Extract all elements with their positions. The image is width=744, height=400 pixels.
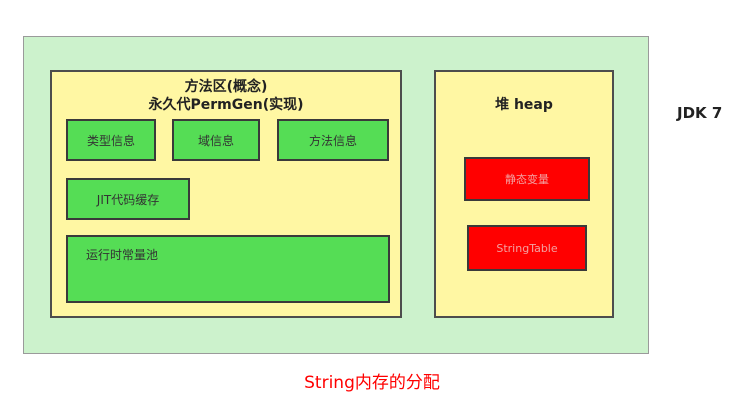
method-area-region: 方法区(概念) 永久代PermGen(实现) 类型信息 域信息 方法信息 JIT… — [50, 70, 402, 318]
type-info-box: 类型信息 — [66, 119, 156, 161]
diagram-caption: String内存的分配 — [304, 373, 440, 393]
method-area-title-line2: 永久代PermGen(实现) — [148, 97, 304, 113]
method-info-box: 方法信息 — [277, 119, 389, 161]
method-info-label: 方法信息 — [308, 133, 357, 148]
runtime-constant-pool-label: 运行时常量池 — [86, 248, 159, 262]
static-variables-label: 静态变量 — [505, 173, 549, 186]
type-info-label: 类型信息 — [86, 133, 135, 148]
runtime-constant-pool-box: 运行时常量池 — [66, 235, 390, 303]
jit-cache-label: JIT代码缓存 — [96, 192, 160, 207]
heap-title: 堆 heap — [495, 97, 553, 113]
heap-region: 堆 heap 静态变量 StringTable — [434, 70, 614, 318]
jdk-version-label: JDK 7 — [677, 104, 723, 122]
method-area-title-line1: 方法区(概念) — [184, 79, 268, 95]
static-variables-box: 静态变量 — [464, 157, 590, 201]
field-info-label: 域信息 — [197, 133, 234, 148]
jit-cache-box: JIT代码缓存 — [66, 178, 190, 220]
string-table-label: StringTable — [496, 241, 558, 255]
field-info-box: 域信息 — [172, 119, 260, 161]
string-table-box: StringTable — [467, 225, 587, 271]
